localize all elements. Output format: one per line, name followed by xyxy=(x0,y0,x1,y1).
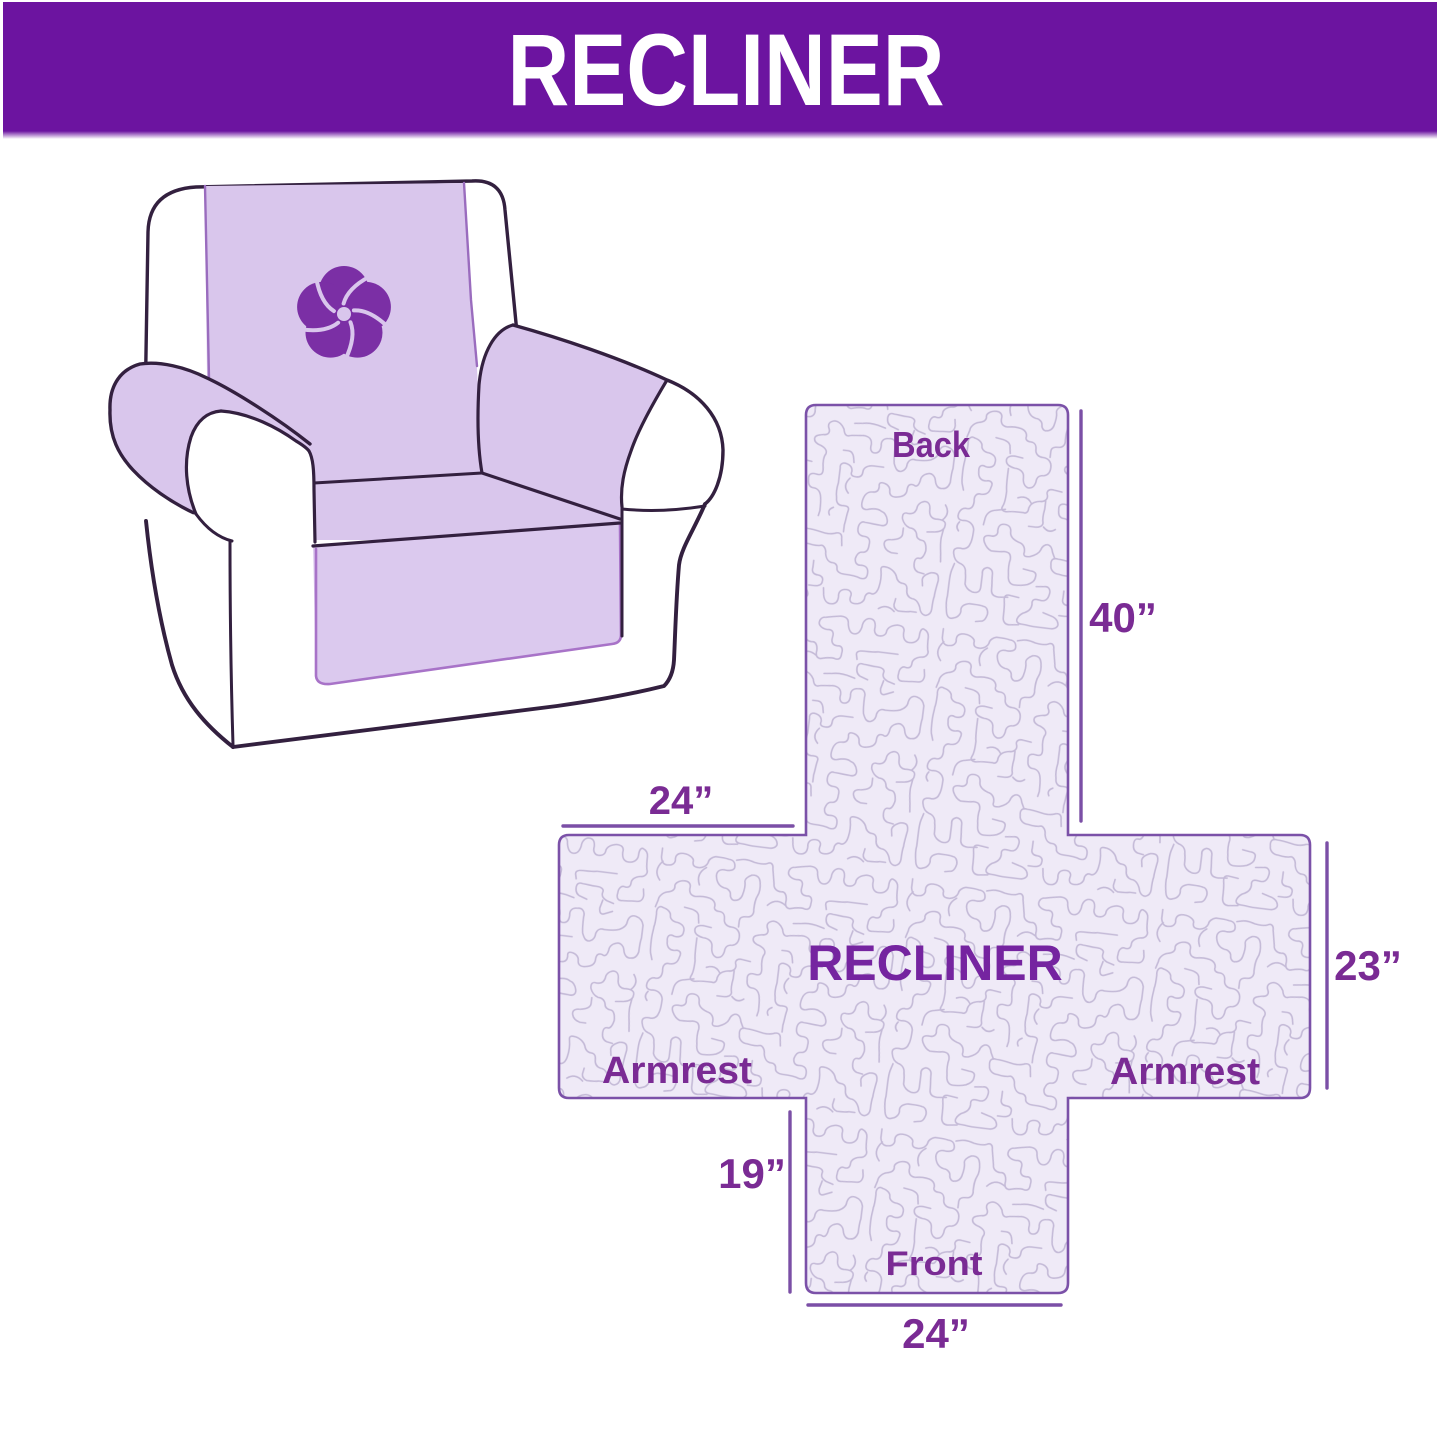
svg-text:Armrest: Armrest xyxy=(602,1050,752,1092)
svg-text:Front: Front xyxy=(886,1245,983,1283)
svg-text:24”: 24” xyxy=(649,779,714,823)
svg-text:Back: Back xyxy=(892,424,971,465)
svg-text:RECLINER: RECLINER xyxy=(508,13,945,127)
svg-text:19”: 19” xyxy=(718,1150,786,1197)
svg-text:24”: 24” xyxy=(902,1310,970,1357)
svg-text:23”: 23” xyxy=(1334,942,1402,989)
svg-text:RECLINER: RECLINER xyxy=(807,935,1063,991)
svg-text:Armrest: Armrest xyxy=(1110,1051,1260,1093)
svg-text:40”: 40” xyxy=(1089,594,1157,641)
